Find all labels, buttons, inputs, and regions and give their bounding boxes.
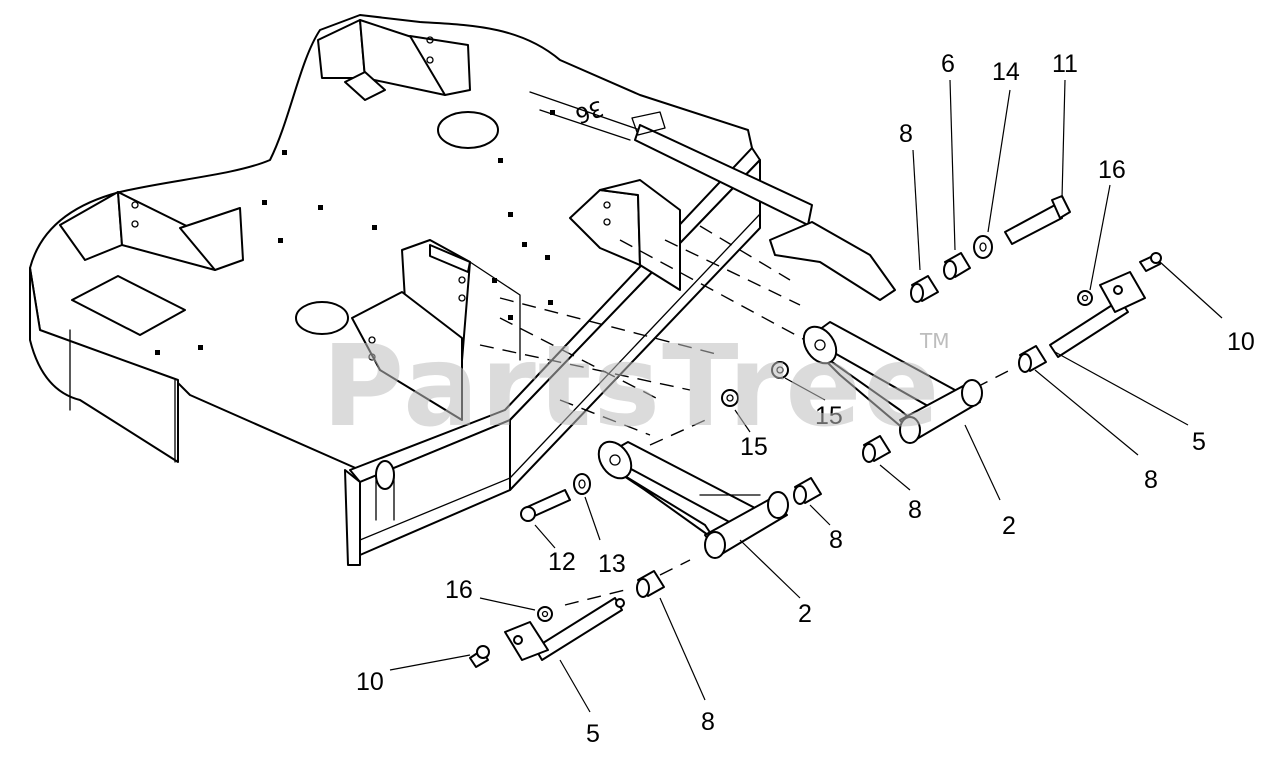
callout-10: 10 (1227, 328, 1255, 356)
bolt-lower (520, 489, 571, 522)
deck-bracket-centre (351, 239, 521, 421)
nut-upper (771, 361, 789, 379)
callout-8: 8 (899, 120, 913, 148)
callout-10: 10 (356, 668, 384, 696)
pivot-pin-left (504, 597, 625, 661)
watermark: PartsTree TM (322, 322, 949, 452)
callout-8: 8 (829, 526, 843, 554)
callout-8: 8 (1144, 466, 1158, 494)
nut-lower (721, 389, 739, 407)
mower-deck: 36 (29, 14, 896, 566)
callout-5: 5 (1192, 428, 1206, 456)
lift-arm-upper (802, 321, 983, 444)
callout-8: 8 (908, 496, 922, 524)
screw-right (1139, 252, 1162, 272)
spacer (943, 252, 971, 280)
deck-skirt (29, 267, 179, 463)
watermark-logo: PartsTree (322, 322, 941, 452)
callout-16: 16 (1098, 156, 1126, 184)
washer-lower (573, 473, 591, 495)
bolt-upper (1004, 195, 1071, 245)
callout-16: 16 (445, 576, 473, 604)
callout-15: 15 (740, 433, 768, 461)
bushing-lower-arm (793, 477, 822, 505)
callout-11: 11 (1052, 50, 1078, 78)
nut-right (1077, 290, 1093, 306)
deck-decal (71, 275, 186, 336)
callout-2: 2 (1002, 512, 1016, 540)
callout-12: 12 (548, 548, 576, 576)
watermark-trademark: TM (919, 329, 949, 353)
pivot-pin-right (1049, 271, 1146, 358)
callout-6: 6 (941, 50, 955, 78)
bushing-upper-left (910, 275, 939, 303)
spindle-hole-left (295, 301, 349, 335)
deck-bracket-rear (569, 179, 681, 291)
bushing-right (1018, 345, 1047, 373)
callout-5: 5 (586, 720, 600, 748)
callout-labels: 8 6 14 11 16 10 15 15 5 8 8 2 8 12 13 16… (356, 50, 1255, 748)
callout-14: 14 (992, 58, 1020, 86)
deck-bracket-left (59, 191, 244, 271)
deck-lift-bracket (631, 111, 896, 301)
bushings (636, 275, 1047, 598)
lift-arm-lower (597, 440, 789, 559)
spindle-hole-right (437, 111, 499, 149)
callout-8: 8 (701, 708, 715, 736)
washer-upper (973, 235, 993, 259)
deck-mount-holes (155, 110, 555, 355)
screw-left (469, 645, 490, 668)
nut-left (537, 606, 553, 622)
callout-13: 13 (598, 550, 626, 578)
bushing-lower-left (636, 570, 665, 598)
leader-lines (389, 79, 1223, 713)
bushing-upper-arm (862, 435, 891, 463)
callout-2: 2 (798, 600, 812, 628)
callout-15: 15 (815, 402, 843, 430)
deck-bracket-top (317, 19, 471, 101)
